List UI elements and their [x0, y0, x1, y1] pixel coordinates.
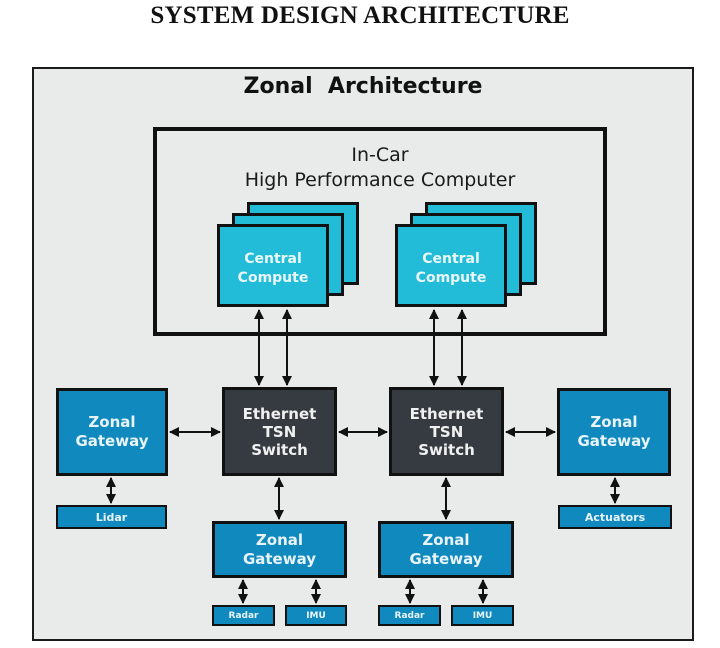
- lidar-sensor: Lidar: [56, 505, 167, 529]
- radar-sensor-2: Radar: [378, 605, 441, 626]
- ethernet-tsn-switch-2: Ethernet TSN Switch: [389, 387, 504, 476]
- imu-sensor-2: IMU: [451, 605, 514, 626]
- page-title: SYSTEM DESIGN ARCHITECTURE: [150, 2, 570, 29]
- diagram-title: Zonal Architecture: [243, 74, 483, 99]
- central-compute-1-label: Central Compute: [237, 251, 309, 286]
- zonal-gateway-bottom-right: Zonal Gateway: [378, 521, 514, 578]
- zonal-gateway-left: Zonal Gateway: [56, 388, 168, 476]
- central-compute-2: [395, 224, 507, 307]
- zonal-gateway-right: Zonal Gateway: [557, 388, 671, 476]
- radar-sensor-1: Radar: [212, 605, 275, 626]
- hpc-title-line2: High Performance Computer: [244, 169, 516, 191]
- hpc-title: In-Car High Performance Computer: [153, 143, 607, 193]
- central-compute-1: [217, 224, 329, 307]
- zonal-gateway-bottom-left: Zonal Gateway: [212, 521, 347, 578]
- hpc-title-line1: In-Car: [351, 144, 409, 166]
- actuators: Actuators: [558, 505, 672, 529]
- ethernet-tsn-switch-1: Ethernet TSN Switch: [222, 387, 337, 476]
- imu-sensor-1: IMU: [285, 605, 347, 626]
- central-compute-2-label: Central Compute: [415, 251, 487, 286]
